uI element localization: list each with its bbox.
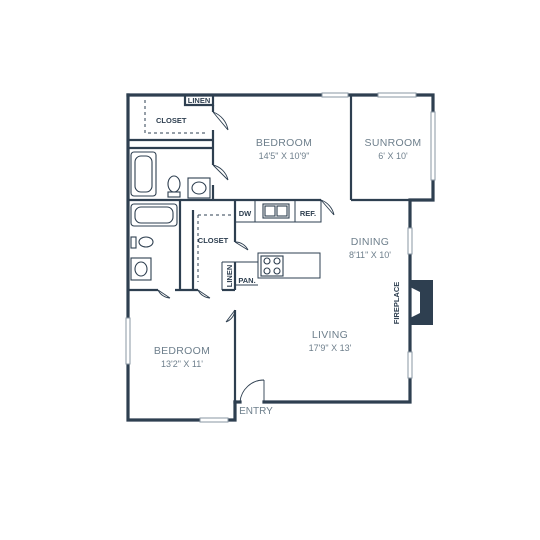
toilet-top bbox=[167, 175, 181, 193]
fireplace bbox=[410, 280, 433, 325]
dishwasher-label: DW bbox=[239, 209, 252, 218]
bedroom-bottom-name: BEDROOM bbox=[154, 345, 210, 357]
linen-mid-label: LINEN bbox=[225, 265, 234, 288]
closet-mid-label: CLOSET bbox=[198, 236, 229, 245]
entry-label: ENTRY bbox=[239, 406, 273, 417]
closet-shelving bbox=[144, 100, 232, 282]
interior-walls bbox=[128, 95, 410, 402]
dining-name: DINING bbox=[351, 236, 390, 248]
windows bbox=[125, 92, 436, 423]
toilet-mid bbox=[138, 236, 154, 248]
living-dims: 17'9" X 13' bbox=[309, 343, 352, 353]
closet-top-label: CLOSET bbox=[156, 116, 187, 125]
pantry-label: PAN. bbox=[238, 276, 255, 285]
refrigerator-label: REF. bbox=[300, 209, 316, 218]
fireplace-label: FIREPLACE bbox=[392, 282, 401, 325]
dining-dims: 8'11" X 10' bbox=[349, 250, 391, 260]
sunroom-name: SUNROOM bbox=[365, 137, 422, 149]
doors bbox=[157, 111, 335, 403]
sunroom-dims: 6' X 10' bbox=[378, 151, 408, 161]
kitchen-fixtures bbox=[260, 203, 290, 277]
bedroom-top-dims: 14'5" X 10'9" bbox=[259, 151, 310, 161]
bedroom-bottom-dims: 13'2" X 11' bbox=[161, 359, 203, 369]
bedroom-top-name: BEDROOM bbox=[256, 137, 312, 149]
bath-fixtures bbox=[130, 151, 211, 281]
linen-top-label: LINEN bbox=[188, 96, 211, 105]
living-name: LIVING bbox=[312, 329, 348, 341]
